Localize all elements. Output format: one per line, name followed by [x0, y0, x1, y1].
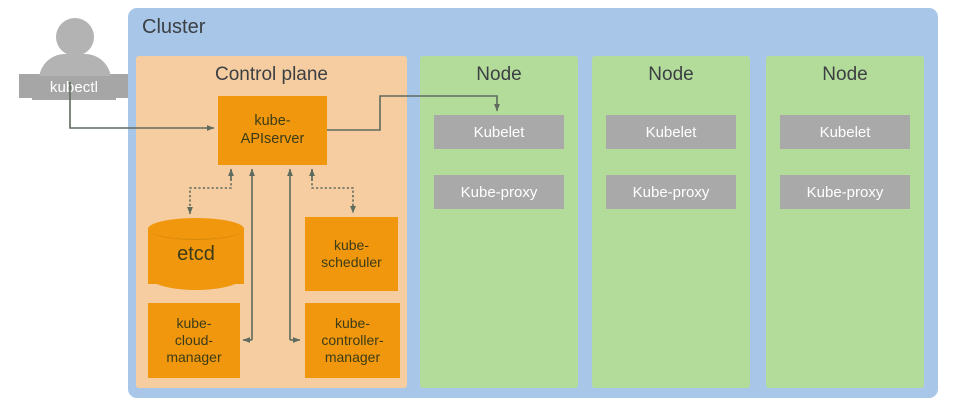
cluster-title: Cluster — [142, 16, 206, 38]
kube-controller-manager-line2: controller- — [321, 331, 384, 348]
user-icon-head — [56, 18, 94, 56]
kube-apiserver-box: kube- APIserver — [218, 96, 327, 165]
node-3-kube-proxy: Kube-proxy — [780, 175, 910, 209]
kube-scheduler-line2: scheduler — [321, 254, 382, 270]
node-panel-3: Node Kubelet Kube-proxy — [766, 56, 924, 388]
etcd-cylinder: etcd — [148, 218, 244, 290]
node-1-kubelet: Kubelet — [434, 115, 564, 149]
control-plane-title: Control plane — [214, 64, 329, 85]
kube-controller-manager-box: kube- controller- manager — [305, 303, 400, 378]
kubectl-label: kubectl — [32, 76, 116, 100]
kubectl-actor: kubectl — [18, 18, 130, 103]
kube-cloud-manager-line1: kube- — [176, 314, 212, 331]
node-3-kubelet: Kubelet — [780, 115, 910, 149]
node-panel-1: Node Kubelet Kube-proxy — [420, 56, 578, 388]
kube-scheduler-line1: kube- — [333, 236, 369, 253]
kube-cloud-manager-line3: manager — [166, 349, 222, 366]
etcd-top-cap — [148, 218, 244, 240]
kube-cloud-manager-box: kube- cloud- manager — [148, 303, 240, 378]
etcd-label: etcd — [177, 242, 215, 265]
etcd-bottom-cap — [148, 270, 244, 290]
node-2-kubelet: Kubelet — [606, 115, 736, 149]
node-panel-2: Node Kubelet Kube-proxy — [592, 56, 750, 388]
node-title-1: Node — [476, 64, 522, 85]
kube-cloud-manager-line2: cloud- — [174, 331, 214, 348]
kube-apiserver-line2: APIserver — [240, 130, 305, 147]
node-title-3: Node — [822, 64, 868, 85]
node-1-kube-proxy: Kube-proxy — [434, 175, 564, 209]
kube-apiserver-line1: kube- — [254, 112, 291, 129]
node-title-2: Node — [648, 64, 694, 85]
kube-scheduler-box: kube- scheduler — [305, 217, 398, 291]
kube-controller-manager-line3: manager — [324, 349, 381, 366]
node-2-kube-proxy: Kube-proxy — [606, 175, 736, 209]
kube-controller-manager-line1: kube- — [334, 314, 371, 331]
